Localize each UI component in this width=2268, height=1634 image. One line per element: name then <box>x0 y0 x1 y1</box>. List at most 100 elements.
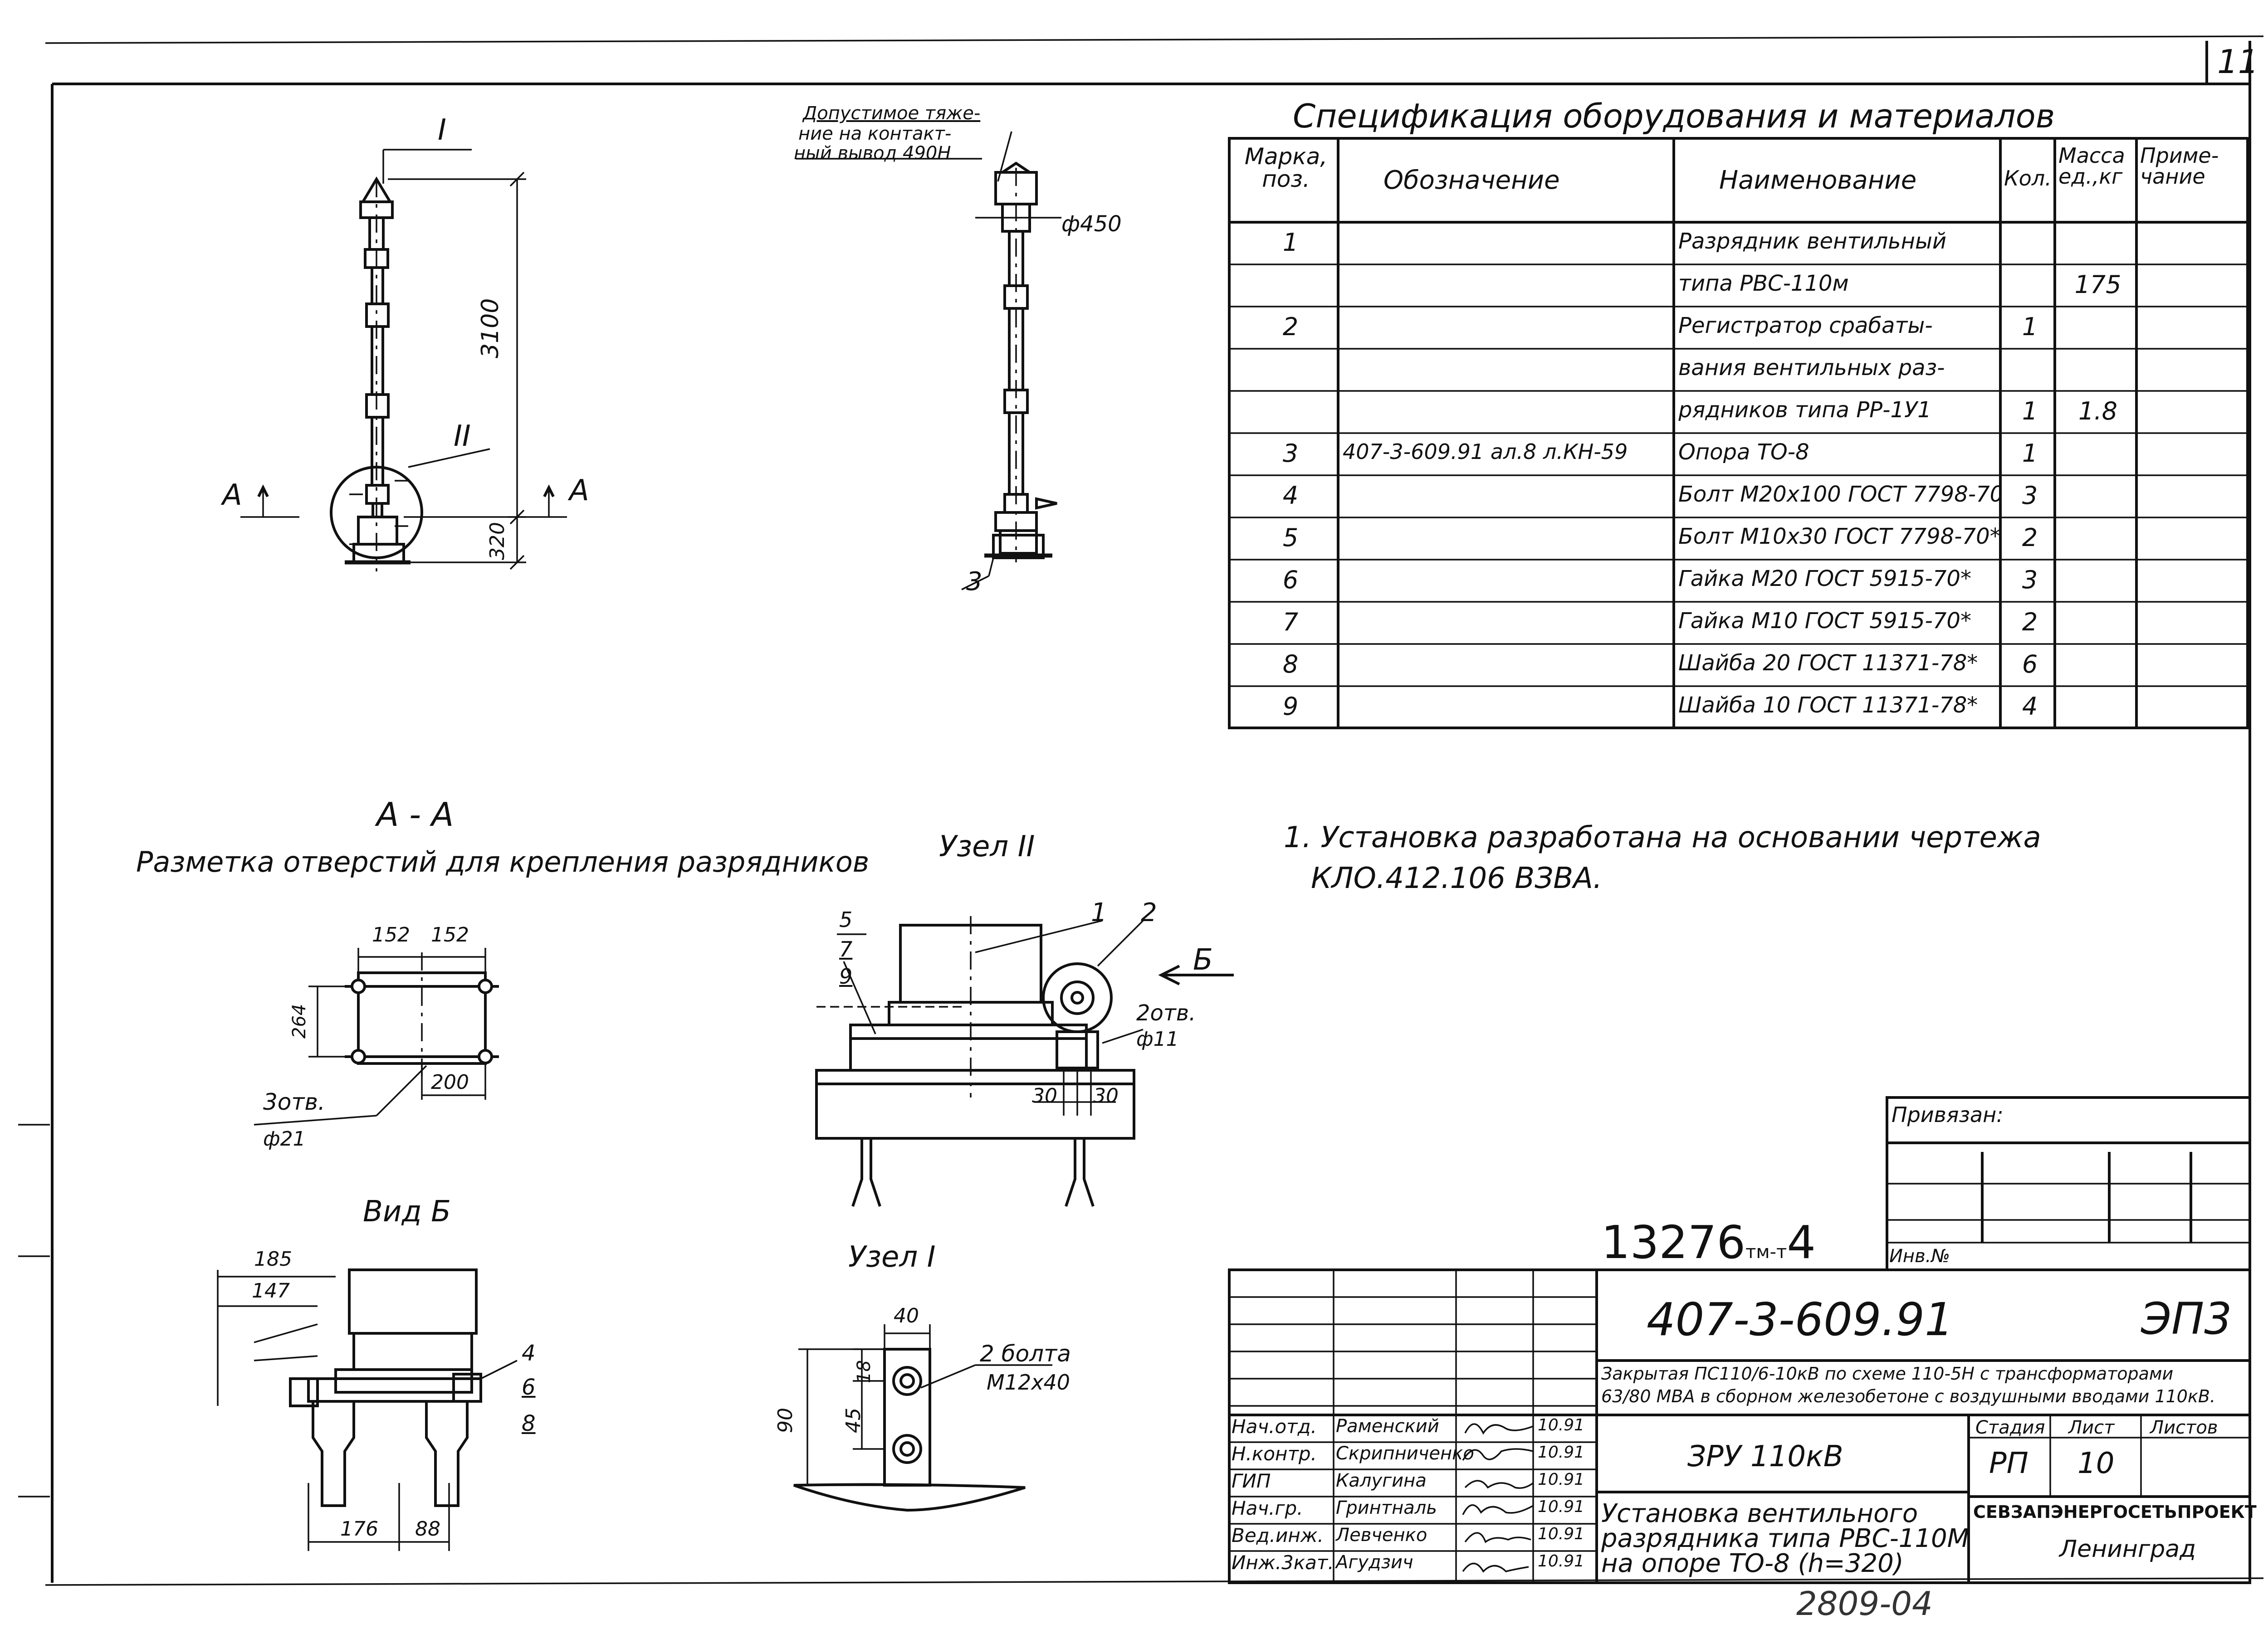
note-line-1: 1. Установка разработана на основании че… <box>1284 821 2041 854</box>
spec-cell-mass: 175 <box>2074 273 2121 297</box>
drawing-title-3: на опоре ТО-8 (h=320) <box>1601 1549 1904 1578</box>
node-ii-view <box>815 916 1234 1207</box>
view-b-view <box>217 1268 518 1551</box>
spec-cell-qty: 2 <box>2022 526 2038 550</box>
dim-264: 264 <box>289 1004 310 1039</box>
signer-date: 10.91 <box>1538 1416 1585 1434</box>
signer-role: Н.контр. <box>1232 1443 1317 1465</box>
label-node-i: I <box>438 113 446 147</box>
spec-cell-name: рядников типа РР-1У1 <box>1678 399 1931 421</box>
spec-cell-mark: 7 <box>1282 610 1299 634</box>
spec-cell-name: типа РВС-110м <box>1678 273 1849 294</box>
dim-diameter: ф450 <box>1061 211 1122 237</box>
spec-cell-mark: 5 <box>1282 526 1299 550</box>
inventory-label: Инв.№ <box>1889 1246 1950 1267</box>
drawing-title-2: разрядника типа РВС-110М <box>1601 1524 1969 1553</box>
spec-cell-mark: 2 <box>1282 315 1299 339</box>
signer-name: Скрипниченко <box>1336 1443 1474 1464</box>
document-section: ЭП3 <box>2141 1293 2232 1344</box>
spec-cell-name: Болт М20х100 ГОСТ 7798-70* <box>1678 483 2000 505</box>
signer-name: Агудзич <box>1336 1552 1413 1573</box>
spec-cell-name: Болт М10х30 ГОСТ 7798-70* <box>1678 526 2000 547</box>
description-line-1: Закрытая ПС110/6-10кВ по схеме 110-5Н с … <box>1601 1364 2174 1384</box>
view-b-dim-185: 185 <box>254 1248 292 1271</box>
arrester-side-view <box>796 131 1061 590</box>
signer-name: Раменский <box>1336 1416 1439 1437</box>
note-line-2: КЛО.412.106 ВЗВА. <box>1311 862 1603 895</box>
spec-cell-mark: 9 <box>1282 694 1299 719</box>
handwritten-number-main: 13276 <box>1601 1216 1746 1269</box>
view-b-dim-147: 147 <box>252 1279 290 1302</box>
drawing-title-1: Установка вентильного <box>1601 1499 1918 1528</box>
spec-header-mass: Масса ед.,кг <box>2058 143 2125 189</box>
sheet-value: 10 <box>2077 1447 2115 1480</box>
handwritten-number-digit: 4 <box>1787 1216 1816 1269</box>
spec-cell-name: Разрядник вентильный <box>1678 230 1947 252</box>
node-i-bolts-2: М12х40 <box>987 1370 1070 1395</box>
spec-cell-name: Шайба 10 ГОСТ 11371-78* <box>1678 694 1978 716</box>
load-note-3: ный вывод 490Н <box>794 143 951 164</box>
node-ii-dim-30-a: 30 <box>1032 1084 1057 1107</box>
object-name: ЗРУ 110кВ <box>1687 1440 1843 1473</box>
signer-date: 10.91 <box>1538 1552 1585 1571</box>
node-ii-holes: 2отв. <box>1136 1000 1196 1026</box>
view-b-pos-6: 6 <box>522 1375 536 1400</box>
cut-label-right: А <box>569 474 589 507</box>
spec-cell-name: Гайка М10 ГОСТ 5915-70* <box>1678 610 1971 632</box>
cut-label-left: А <box>222 478 242 512</box>
title-block-grid <box>1228 1096 2251 1584</box>
signer-role: Нач.отд. <box>1232 1415 1317 1438</box>
sheet-frame <box>18 35 2264 1586</box>
spec-cell-name: Регистратор срабаты- <box>1678 315 1933 337</box>
spec-cell-mark: 4 <box>1282 483 1299 508</box>
handwritten-number-suffix: тм-т <box>1745 1242 1787 1263</box>
view-b-dim-176: 176 <box>340 1517 378 1541</box>
signer-name: Левченко <box>1336 1525 1427 1546</box>
holes-label: 3отв. <box>263 1089 325 1115</box>
dim-height: 3100 <box>477 298 504 358</box>
signer-date: 10.91 <box>1538 1497 1585 1516</box>
spec-cell-qty: 2 <box>2022 610 2038 634</box>
spec-cell-name: Гайка М20 ГОСТ 5915-70* <box>1678 568 1971 590</box>
view-b-title: Вид Б <box>363 1195 451 1229</box>
signer-role: ГИП <box>1232 1470 1271 1492</box>
spec-table-grid <box>1228 137 2249 729</box>
spec-cell-qty: 3 <box>2022 483 2038 508</box>
dim-152-b: 152 <box>431 923 469 946</box>
spec-cell-qty: 1 <box>2022 441 2038 466</box>
signer-role: Вед.инж. <box>1232 1524 1324 1546</box>
node-ii-title: Узел II <box>939 830 1035 863</box>
view-b-pos-4: 4 <box>522 1341 536 1366</box>
node-ii-pos-9: 9 <box>839 964 853 989</box>
node-ii-hole-dia: ф11 <box>1136 1028 1179 1051</box>
sheet-label: Лист <box>2068 1417 2115 1438</box>
organization-city: Ленинград <box>2059 1536 2196 1563</box>
dim-200: 200 <box>431 1071 469 1094</box>
node-i-dim-18: 18 <box>854 1360 875 1383</box>
spec-title: Спецификация оборудования и материалов <box>1293 97 2055 135</box>
section-aa-title: А - А <box>376 795 454 834</box>
hole-diameter: ф21 <box>263 1127 306 1151</box>
spec-header-name: Наименование <box>1719 166 1917 195</box>
label-node-ii: II <box>454 419 471 453</box>
spec-cell-qty: 6 <box>2022 652 2038 677</box>
section-aa-subtitle: Разметка отверстий для крепления разрядн… <box>136 845 870 878</box>
sheet-number: 11 <box>2217 43 2259 81</box>
signer-name: Калугина <box>1336 1470 1427 1491</box>
stage-value: РП <box>1989 1447 2028 1480</box>
pos-label-3: 3 <box>966 567 982 596</box>
organization-name: СЕВЗАПЭНЕРГОСЕТЬПРОЕКТ <box>1973 1502 2257 1522</box>
node-ii-dim-30-b: 30 <box>1093 1084 1119 1107</box>
bottom-stamp: 2809-04 <box>1796 1585 1933 1623</box>
spec-cell-designation: 407-3-609.91 ал.8 л.КН-59 <box>1343 441 1628 462</box>
signer-date: 10.91 <box>1538 1470 1585 1489</box>
view-arrow-label: Б <box>1193 943 1213 977</box>
spec-cell-mass: 1.8 <box>2078 399 2117 424</box>
sheets-label: Листов <box>2150 1417 2218 1438</box>
handwritten-number: 13276тм-т4 <box>1601 1220 1816 1265</box>
spec-cell-qty: 4 <box>2022 694 2038 719</box>
spec-cell-qty: 3 <box>2022 568 2038 592</box>
signer-date: 10.91 <box>1538 1443 1585 1462</box>
